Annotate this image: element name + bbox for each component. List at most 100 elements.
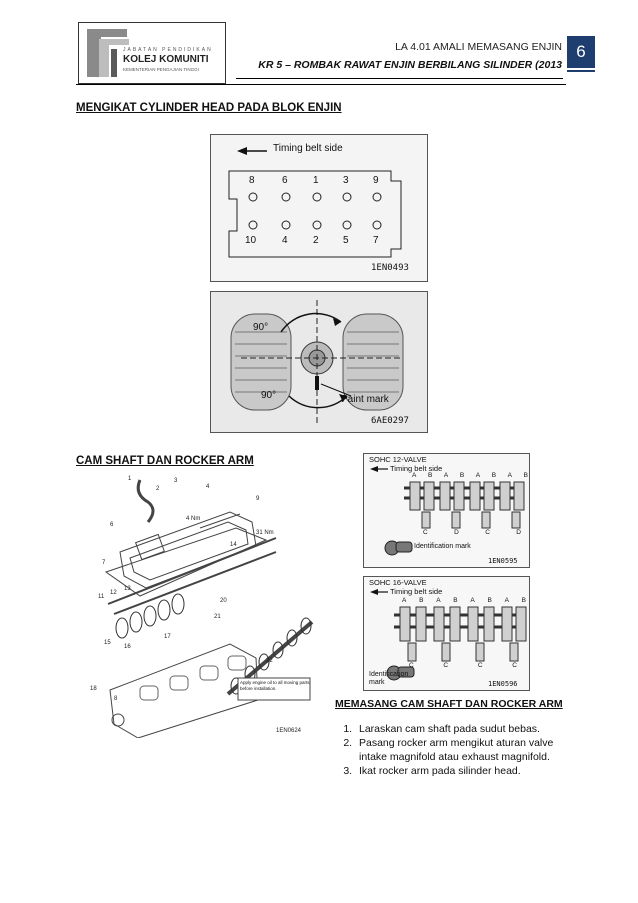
bolt-sequence-diagram xyxy=(228,147,402,258)
callout: 11 xyxy=(98,594,105,600)
rocker-letter: A xyxy=(507,472,512,479)
rocker-letter: A xyxy=(504,597,509,604)
figure-code: 1EN0595 xyxy=(488,557,518,565)
figure-code: 1EN0596 xyxy=(488,680,518,688)
callout: 2 xyxy=(156,486,160,492)
bolt-number: 9 xyxy=(373,175,379,186)
rocker-letter: B xyxy=(459,472,465,479)
header-module-title: LA 4.01 AMALI MEMASANG ENJIN xyxy=(395,41,562,53)
callout: 16 xyxy=(124,644,131,650)
header-course-title: KR 5 – ROMBAK RAWAT ENJIN BERBILANG SILI… xyxy=(258,59,562,71)
logo-top-text: JABATAN PENDIDIKAN xyxy=(123,47,213,53)
logo-name: KOLEJ KOMUNITI xyxy=(123,54,209,65)
callout: 13 xyxy=(124,586,131,592)
sohc16-title: SOHC 16-VALVE xyxy=(369,578,427,587)
bolt-number: 1 xyxy=(313,175,319,186)
exploded-view-diagram: 1 3 2 4 6 9 7 14 11 12 13 15 16 17 20 21… xyxy=(90,476,314,739)
figure-code: 6AE0297 xyxy=(371,416,409,426)
rocker-letter: D xyxy=(454,529,459,536)
callout: 4 xyxy=(206,484,210,490)
identification-mark-label: Identification mark xyxy=(414,543,471,550)
procedure-title: MEMASANG CAM SHAFT DAN ROCKER ARM xyxy=(335,698,563,710)
rocker-letter: C xyxy=(443,662,449,669)
callout: 7 xyxy=(102,560,106,566)
callout: 3 xyxy=(174,478,178,484)
rocker-letter: A xyxy=(443,472,449,479)
rocker-letter: C xyxy=(409,662,414,669)
timing-belt-label: Timing belt side xyxy=(273,143,343,154)
institution-logo: JABATAN PENDIDIKAN KOLEJ KOMUNITI KEMENT… xyxy=(78,22,226,84)
angle-label-bottom: 90° xyxy=(261,390,277,401)
rocker-letter: B xyxy=(453,597,458,604)
rocker-letter: A xyxy=(475,472,481,479)
figure-code: 1EN0493 xyxy=(371,263,409,273)
bolt-number: 3 xyxy=(343,175,349,186)
rocker-letter: A xyxy=(436,597,441,604)
section-title-cylinder-head: MENGIKAT CYLINDER HEAD PADA BLOK ENJIN xyxy=(76,102,342,114)
section-title-camshaft: CAM SHAFT DAN ROCKER ARM xyxy=(76,455,254,467)
rocker-letter: B xyxy=(491,472,497,479)
paint-mark-label: Paint mark xyxy=(341,394,389,405)
callout: 15 xyxy=(104,640,111,646)
callout: 21 xyxy=(214,614,221,620)
bolt-number: 7 xyxy=(373,235,379,246)
torque-label: 31 Nm xyxy=(256,530,274,536)
rocker-letter: A xyxy=(470,597,475,604)
bolt-number: 4 xyxy=(282,235,288,246)
rocker-letter: B xyxy=(487,597,492,604)
rocker-letter: D xyxy=(516,529,521,536)
sohc-16-diagram xyxy=(370,589,527,681)
callout: 18 xyxy=(90,686,97,692)
figure-angle-tightening: 90° 90° Paint mark 6AE0297 xyxy=(210,291,428,433)
figure-code: 1EN0624 xyxy=(276,728,302,734)
logo-mark xyxy=(87,29,129,77)
bolt-number: 10 xyxy=(245,235,257,246)
torque-label: 4 Nm xyxy=(186,516,200,522)
sohc12-title: SOHC 12-VALVE xyxy=(369,455,427,464)
header-rule xyxy=(236,78,563,79)
rocker-letter: C xyxy=(485,529,490,536)
angle-tightening-diagram xyxy=(230,300,404,424)
rocker-letter: C xyxy=(512,662,517,669)
identification-mark-label: Identification mark xyxy=(369,671,408,687)
procedure-step: Ikat rocker arm pada silinder head. xyxy=(355,764,568,778)
procedure-list: Laraskan cam shaft pada sudut bebas. Pas… xyxy=(333,722,568,778)
callout: 1 xyxy=(128,476,132,482)
rocker-letter: A xyxy=(412,472,417,479)
page-number-rule xyxy=(567,70,595,72)
figure-bolt-sequence: Timing belt side 8 6 1 3 9 10 4 2 5 7 1E… xyxy=(210,134,428,282)
logo-bottom-text: KEMENTERIAN PENGAJIAN TINGGI xyxy=(123,67,199,72)
rocker-letter: B xyxy=(523,472,528,479)
rocker-letter: C xyxy=(423,529,428,536)
identification-label-line: mark xyxy=(369,679,385,686)
timing-belt-label: Timing belt side xyxy=(390,464,443,473)
callout: 8 xyxy=(114,696,118,702)
sohc-12-diagram xyxy=(370,466,525,556)
bolt-number: 6 xyxy=(282,175,288,186)
callout: 9 xyxy=(256,496,260,502)
procedure-step: Pasang rocker arm mengikut aturan valve … xyxy=(355,736,568,764)
rocker-letter: B xyxy=(521,597,526,604)
bolt-number: 5 xyxy=(343,235,349,246)
bolt-number: 2 xyxy=(313,235,319,246)
rocker-letter: A xyxy=(402,597,407,604)
bolt-number: 8 xyxy=(249,175,255,186)
rocker-letter: B xyxy=(427,472,433,479)
header-bottom-rule xyxy=(76,84,566,85)
rocker-letter: B xyxy=(419,597,424,604)
identification-label-line: Identification xyxy=(369,671,409,678)
page-number: 6 xyxy=(567,36,595,68)
callout: 22 xyxy=(266,658,273,664)
callout: 6 xyxy=(110,522,114,528)
callout: 14 xyxy=(230,542,237,548)
figure-exploded-view: 1 3 2 4 6 9 7 14 11 12 13 15 16 17 20 21… xyxy=(80,468,325,739)
angle-label-top: 90° xyxy=(253,322,269,333)
callout: 12 xyxy=(110,590,117,596)
procedure-step: Laraskan cam shaft pada sudut bebas. xyxy=(355,722,568,736)
callout: 17 xyxy=(164,634,171,640)
